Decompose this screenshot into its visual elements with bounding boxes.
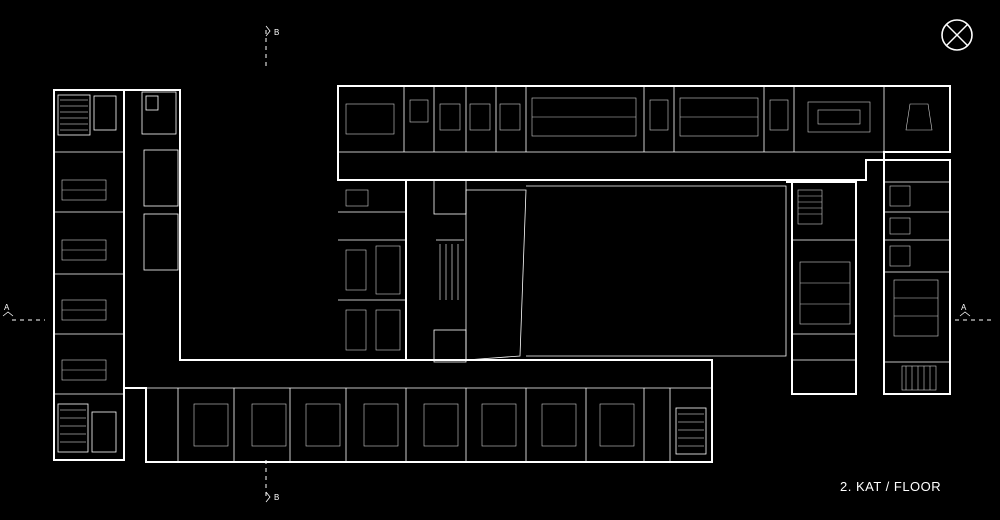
section-lines <box>12 30 995 496</box>
section-label-b-top: B <box>274 28 279 37</box>
section-marker-b-bottom: B <box>265 491 279 503</box>
main-block <box>337 85 951 395</box>
north-arrow-icon <box>941 19 973 51</box>
left-wing <box>53 89 713 463</box>
section-label-a-right: A <box>961 303 967 312</box>
section-marker-b-top: B <box>265 25 279 37</box>
section-label-a-left: A <box>4 303 10 312</box>
bottom-wing-rooms <box>146 387 712 462</box>
section-label-b-bottom: B <box>274 493 279 502</box>
section-marker-a-right: A <box>959 303 971 317</box>
section-marker-a-left: A <box>2 303 14 317</box>
floor-title: 2. KAT / FLOOR <box>840 479 941 494</box>
